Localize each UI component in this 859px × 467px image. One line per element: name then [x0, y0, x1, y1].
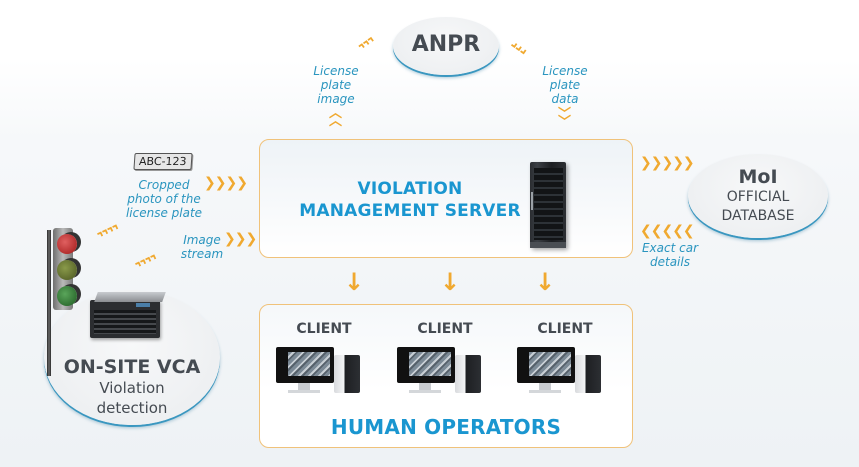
caption-exact-car-details: Exact car details — [641, 241, 699, 269]
caption-license-plate-image: License plate image — [313, 64, 359, 106]
arrow-down-icon: ↓ — [440, 268, 461, 296]
caption-cropped-photo: Cropped photo of the license plate — [125, 178, 203, 220]
chevron-left-icon: ❮❮❮❮❮ — [640, 223, 695, 239]
chevron-up-right-icon: ⌝⌝⌝⌝ — [133, 253, 161, 277]
arrow-down-icon: ↓ — [535, 268, 556, 296]
monitor-icon — [517, 347, 575, 383]
chevron-right-icon: ❯❯❯❯❯ — [640, 155, 695, 171]
chevrons-server-to-moi: ❯❯❯❯❯ — [640, 155, 695, 171]
server-title: VIOLATION MANAGEMENT SERVER — [299, 179, 521, 221]
chevron-down-icon: ﹀ — [558, 115, 571, 130]
chevron-down-icon: ﹀ — [558, 107, 571, 122]
monitor-icon — [276, 347, 334, 383]
license-plate-sample: ABC-123 — [133, 153, 193, 170]
chevrons-to-anpr: ⌝⌝⌝ — [356, 35, 380, 59]
client-label: CLIENT — [296, 321, 352, 337]
moi-title: MoI — [738, 166, 778, 188]
chevrons-from-vca: ⌝⌝⌝⌝ — [133, 253, 161, 277]
tower-icon — [455, 355, 481, 393]
onsite-line2: detection — [96, 399, 168, 417]
chevron-up-right-icon: ⌝⌝⌝⌝ — [95, 223, 123, 247]
chevrons-cropped-to-server: ❯❯❯❯ — [204, 175, 248, 191]
onsite-title: ON-SITE VCA — [63, 356, 201, 378]
anpr-title: ANPR — [411, 32, 481, 57]
chevrons-up: ︿ ︿ — [329, 106, 342, 129]
chevron-right-icon: ❯❯❯ — [224, 231, 257, 247]
client-label: CLIENT — [537, 321, 593, 337]
chevrons-moi-to-server: ❮❮❮❮❮ — [640, 223, 695, 239]
tower-icon — [575, 355, 601, 393]
human-operators-title: HUMAN OPERATORS — [330, 415, 562, 439]
moi-line1: OFFICIAL — [726, 189, 790, 205]
vca-appliance-icon — [90, 290, 166, 340]
moi-database-node: MoI OFFICIAL DATABASE — [688, 154, 828, 238]
arrow-down-icon: ↓ — [344, 268, 365, 296]
chevrons-from-traffic-light: ⌝⌝⌝⌝ — [95, 223, 123, 247]
human-operators-box: CLIENT CLIENT CLIENT HUMAN OPERATORS — [259, 304, 633, 448]
chevron-up-icon: ︿ — [329, 114, 342, 129]
client-label: CLIENT — [417, 321, 473, 337]
monitor-icon — [397, 347, 455, 383]
chevrons-stream-to-server: ❯❯❯ — [224, 231, 257, 247]
server-rack-icon — [530, 162, 566, 248]
chevron-up-icon: ︿ — [329, 106, 342, 121]
chevrons-from-anpr: ⌟⌟⌟ — [508, 33, 532, 57]
client-workstation: CLIENT — [515, 321, 625, 411]
chevron-down-right-icon: ⌟⌟⌟ — [508, 33, 532, 57]
caption-license-plate-data: License plate data — [542, 64, 588, 106]
client-workstation: CLIENT — [395, 321, 505, 411]
caption-image-stream: Image stream — [180, 233, 224, 261]
chevrons-down: ﹀ ﹀ — [558, 107, 571, 130]
violation-management-server-box: VIOLATION MANAGEMENT SERVER — [259, 139, 633, 258]
onsite-line1: Violation — [99, 379, 165, 397]
anpr-node: ANPR — [393, 17, 499, 75]
moi-line2: DATABASE — [721, 208, 795, 224]
chevron-up-right-icon: ⌝⌝⌝ — [356, 35, 380, 59]
traffic-light-icon — [45, 228, 87, 376]
client-workstation: CLIENT — [274, 321, 384, 411]
chevron-right-icon: ❯❯❯❯ — [204, 175, 248, 191]
tower-icon — [334, 355, 360, 393]
